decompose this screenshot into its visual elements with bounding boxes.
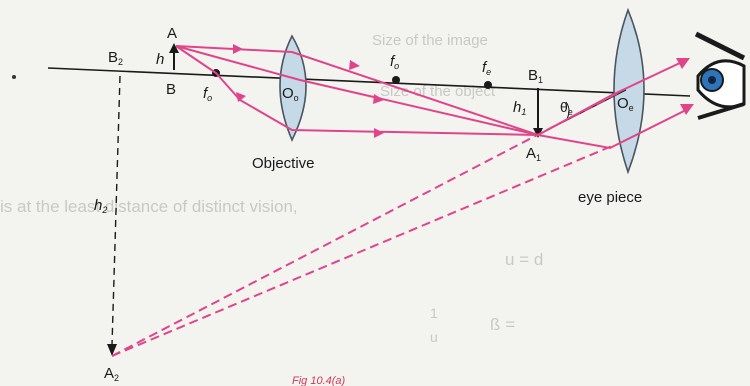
label-B: B xyxy=(166,81,176,98)
label-B1: B1 xyxy=(528,67,543,85)
label-B2: B2 xyxy=(108,49,123,67)
label-objective: Objective xyxy=(252,155,315,172)
label-fo-left: fo xyxy=(203,85,212,103)
margin-dot xyxy=(12,75,16,79)
label-h1: h1 xyxy=(513,99,526,117)
ray-arrowheads xyxy=(233,44,694,138)
focal-point-fo-right xyxy=(392,76,400,84)
label-A: A xyxy=(167,25,177,42)
ray-virtual-lower xyxy=(111,145,613,357)
label-O-e: Oe xyxy=(617,95,634,113)
label-fe: fe xyxy=(482,59,491,77)
background-text: Size of the image Size of the object is … xyxy=(0,32,543,345)
label-fo-right: fo xyxy=(390,53,399,71)
bg-size-of-object: Size of the object xyxy=(380,83,496,100)
figure-caption: Fig 10.4(a) xyxy=(292,375,346,386)
ray-emergent-lower xyxy=(537,107,691,150)
ray-parallel-objective xyxy=(175,45,539,136)
ray-arrowhead xyxy=(236,92,246,102)
label-theta-e: θe xyxy=(560,99,573,117)
ray-arrowhead xyxy=(374,128,384,138)
label-O-o: Oo xyxy=(282,85,299,103)
ray-arrowhead xyxy=(233,44,243,54)
ray-arrowhead xyxy=(373,94,384,104)
bg-beta-equals: ß = xyxy=(490,315,515,334)
focal-point-fe xyxy=(484,81,492,89)
label-h: h xyxy=(156,51,164,68)
image-arrowhead-h1 xyxy=(533,128,543,138)
ray-arrowhead xyxy=(349,60,360,70)
label-A1: A1 xyxy=(526,145,541,163)
ray-virtual-upper xyxy=(111,91,621,357)
bg-u-equals-d: u = d xyxy=(505,250,543,269)
bg-distinct-vision-line: is at the least distance of distinct vis… xyxy=(0,197,298,216)
bg-frac-denominator: u xyxy=(430,329,438,345)
bg-size-of-image: Size of the image xyxy=(372,32,488,49)
label-h2: h2 xyxy=(94,197,107,215)
bg-frac-numerator: 1 xyxy=(430,305,438,321)
label-A2: A2 xyxy=(104,365,119,383)
objective-lens xyxy=(279,34,307,142)
ray-arrowhead xyxy=(676,58,690,69)
ray-through-objective-center xyxy=(175,45,539,136)
eye-icon xyxy=(694,31,746,120)
object-arrowhead xyxy=(169,43,179,53)
virtual-image-line-h2 xyxy=(111,75,121,346)
virtual-image-arrowhead xyxy=(107,344,117,356)
label-eyepiece: eye piece xyxy=(578,189,642,206)
ray-arrowhead xyxy=(680,104,694,115)
principal-axis xyxy=(47,67,691,97)
eyepiece-lens xyxy=(613,7,645,175)
